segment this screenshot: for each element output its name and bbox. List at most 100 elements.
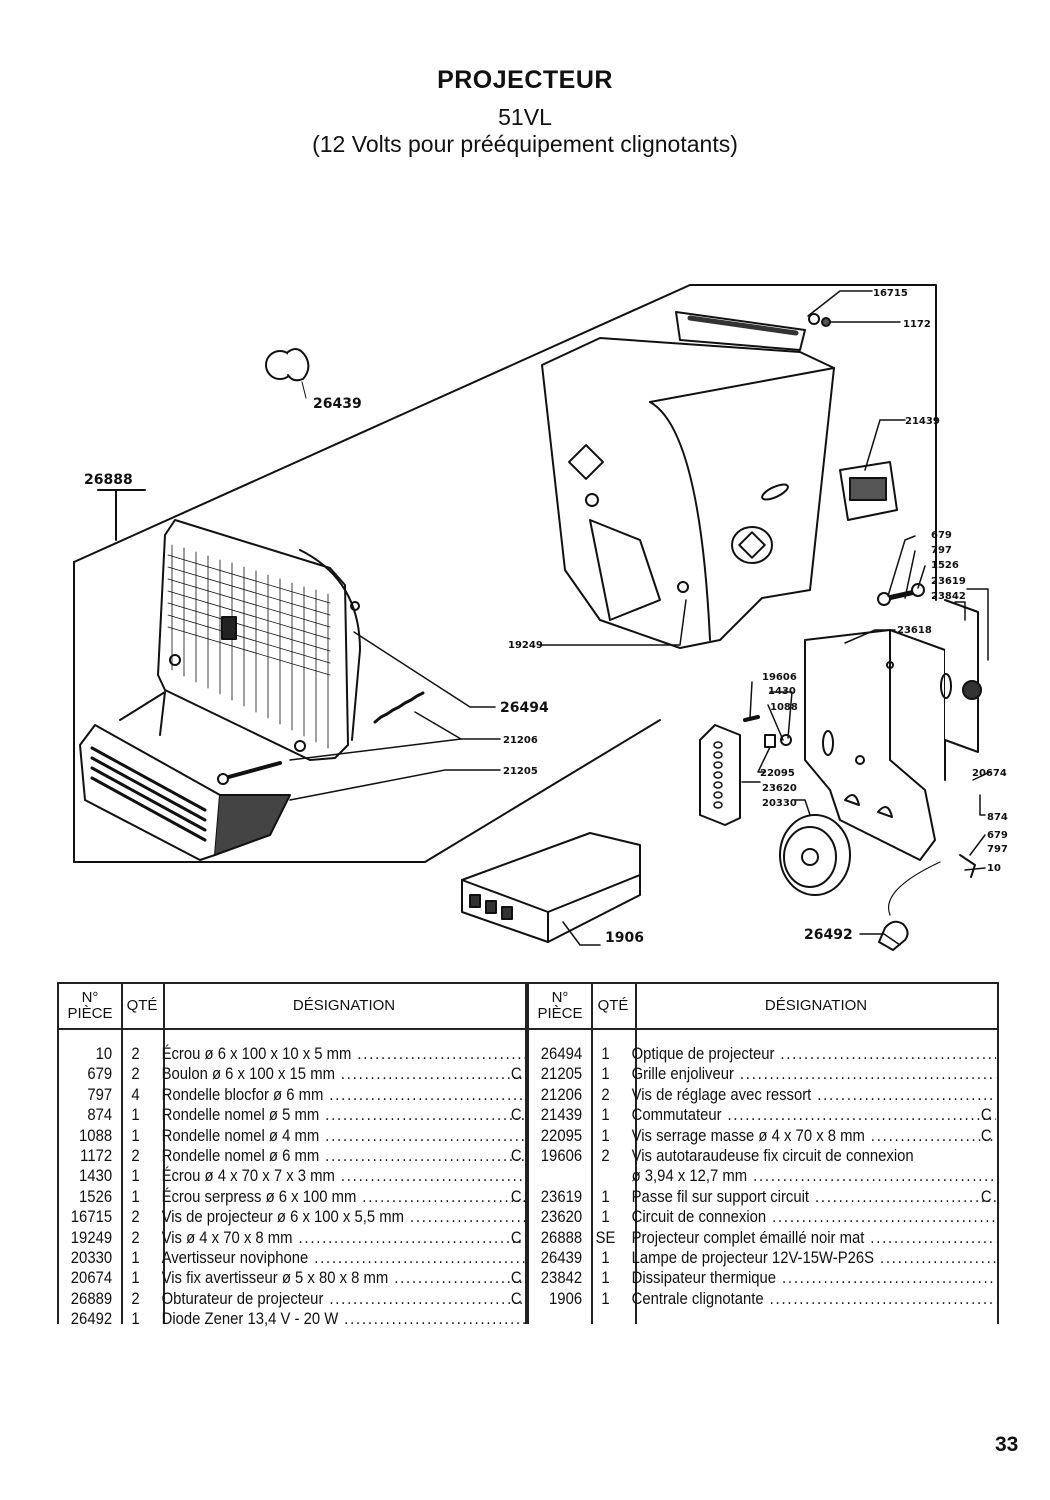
leader-dots: ........................................… [879, 1248, 996, 1267]
callout-22095: 22095 [760, 768, 795, 779]
callout-20674: 20674 [972, 768, 1007, 779]
designation: Centrale clignotante ...................… [632, 1289, 997, 1309]
part-number: 26494 [540, 1045, 583, 1063]
part-number: 23842 [540, 1269, 583, 1288]
quantity: 1 [601, 1289, 610, 1308]
leader-dots: ........................................… [362, 1187, 527, 1206]
leader-dots: ........................................… [329, 1289, 526, 1308]
quantity: 1 [131, 1310, 140, 1329]
part-number: 23620 [540, 1208, 583, 1227]
designation-text: Vis de réglage avec ressort [631, 1085, 812, 1104]
callout-21205: 21205 [503, 766, 538, 777]
header-qty-right: QTÉ [597, 997, 629, 1014]
designation-text: Écrou serpress ø 6 x 100 mm [161, 1187, 357, 1206]
designation-text: Obturateur de projecteur [161, 1289, 324, 1308]
leader-dots: ........................................… [325, 1126, 527, 1145]
designation: ø 3,94 x 12,7 mm .......................… [632, 1166, 997, 1186]
header-no-line2: PIÈCE [67, 1005, 113, 1022]
designation: Vis autotaraudeuse fix circuit de connex… [632, 1146, 997, 1166]
callout-679-b: 679 [987, 830, 1008, 841]
leader-dots: ........................................… [394, 1269, 526, 1288]
designation: Optique de projecteur ..................… [632, 1044, 997, 1064]
header-no-line1: N° [81, 989, 99, 1006]
callout-23620: 23620 [762, 783, 797, 794]
designation: Vis fix avertisseur ø 5 x 80 x 8 mm ....… [162, 1268, 526, 1288]
leader-dots: ........................................… [298, 1228, 526, 1247]
part-number: 19249 [70, 1228, 113, 1247]
designation-text: ø 3,94 x 12,7 mm [631, 1167, 748, 1186]
part-number: 26888 [540, 1228, 583, 1247]
callout-20330: 20330 [762, 798, 797, 809]
callout-679: 679 [931, 530, 952, 541]
leader-dots: ........................................… [325, 1106, 527, 1125]
designation: Vis de projecteur ø 6 x 100 x 5,5 mm ...… [162, 1207, 526, 1227]
callout-26494: 26494 [500, 700, 549, 716]
designation: Écrou ø 4 x 70 x 7 x 3 mm ..............… [162, 1166, 526, 1186]
supply-code: C [510, 1289, 522, 1308]
quantity: 1 [601, 1248, 610, 1267]
callout-874: 874 [987, 812, 1008, 823]
quantity: 4 [131, 1085, 140, 1104]
callout-26888: 26888 [84, 472, 133, 488]
designation-text: Rondelle blocfor ø 6 mm [161, 1085, 324, 1104]
designation-text: Passe fil sur support circuit [631, 1187, 810, 1206]
part-number: 22095 [540, 1126, 583, 1145]
designation: Diode Zener 13,4 V - 20 W ..............… [162, 1309, 526, 1329]
callout-1906: 1906 [605, 930, 644, 946]
leader-dots: ........................................… [870, 1126, 996, 1145]
designation: Boulon ø 6 x 100 x 15 mm ...............… [162, 1064, 526, 1084]
designation-text: Vis ø 4 x 70 x 8 mm [161, 1228, 293, 1247]
part-number: 1430 [79, 1167, 113, 1186]
callout-797: 797 [931, 545, 952, 556]
page-number: 33 [995, 1433, 1019, 1456]
flasher-unit-drawing [461, 832, 641, 943]
designation-text: Boulon ø 6 x 100 x 15 mm [161, 1065, 335, 1084]
headlamp-lens-drawing [157, 519, 361, 761]
header-designation-right: DÉSIGNATION [764, 997, 868, 1014]
callout-23842: 23842 [931, 591, 966, 602]
leader-dots: ........................................… [739, 1065, 996, 1084]
supply-code: C [510, 1269, 522, 1288]
leader-dots: ........................................… [753, 1167, 997, 1186]
supply-code: C [510, 1228, 522, 1247]
designation-text: Centrale clignotante [631, 1289, 764, 1308]
leader-dots: ........................................… [340, 1065, 526, 1084]
callout-21439: 21439 [905, 416, 940, 427]
callout-23618: 23618 [897, 625, 932, 636]
quantity: 1 [601, 1269, 610, 1288]
quantity: 2 [601, 1085, 610, 1104]
designation-text: Rondelle nomel ø 6 mm [161, 1146, 320, 1165]
designation-text: Rondelle nomel ø 5 mm [161, 1106, 320, 1125]
part-number: 679 [87, 1065, 113, 1084]
supply-code: C [510, 1187, 522, 1206]
callout-26439: 26439 [313, 396, 362, 412]
header-no-line1-right: N° [551, 989, 569, 1006]
header-qty: QTÉ [126, 997, 158, 1014]
part-number: 1088 [79, 1126, 113, 1145]
leader-dots: ........................................… [814, 1187, 996, 1206]
leader-dots: ........................................… [340, 1167, 526, 1186]
header-part-no-right: N°PIÈCE [529, 984, 591, 1028]
designation: Vis serrage masse ø 4 x 70 x 8 mm ......… [632, 1126, 997, 1146]
designation-text: Projecteur complet émaillé noir mat [631, 1228, 865, 1247]
part-number: 874 [87, 1106, 113, 1125]
supply-code: C [510, 1106, 522, 1125]
designation-text: Écrou ø 6 x 100 x 10 x 5 mm [161, 1045, 352, 1063]
designation-text: Diode Zener 13,4 V - 20 W [161, 1310, 339, 1329]
designation-text: Rondelle nomel ø 4 mm [161, 1126, 320, 1145]
page-subtitle: (12 Volts pour prééquipement clignotants… [312, 131, 738, 157]
designation: Avertisseur noviphone ..................… [162, 1248, 526, 1268]
callout-10: 10 [987, 863, 1001, 874]
designation-text: Vis fix avertisseur ø 5 x 80 x 8 mm [161, 1269, 389, 1288]
parts-table-right: N°PIÈCE QTÉ DÉSIGNATION 26494 1 Optique de… [529, 984, 997, 1324]
